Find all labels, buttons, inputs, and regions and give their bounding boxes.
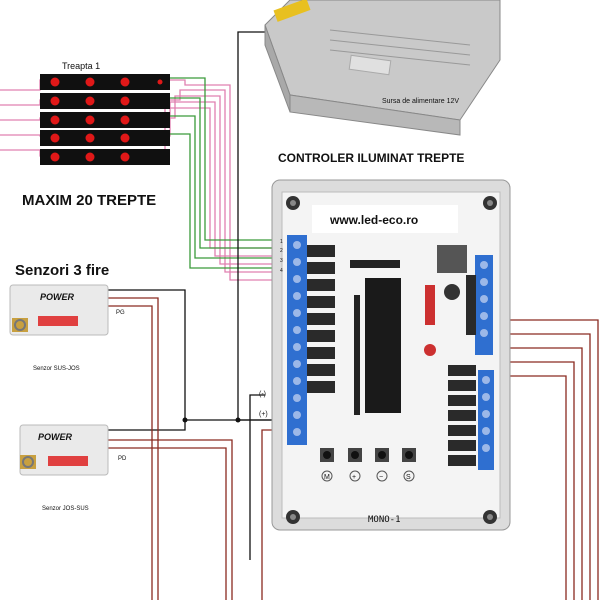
pin-1-label: 1 bbox=[280, 239, 283, 245]
button-s-label: S bbox=[406, 474, 411, 481]
led-strip-5 bbox=[40, 149, 170, 165]
max-steps-label: MAXIM 20 TREPTE bbox=[22, 192, 156, 209]
pin-3-label: 3 bbox=[280, 258, 283, 264]
plus-label: (+) bbox=[259, 411, 268, 418]
button-m-label: M bbox=[324, 474, 330, 481]
board-model: MONO-1 bbox=[368, 515, 401, 525]
button-plus-label: + bbox=[352, 474, 356, 481]
pin-2-label: 2 bbox=[280, 248, 283, 254]
led-strip-2 bbox=[40, 93, 170, 109]
sensor-bottom-tag: PD bbox=[118, 456, 127, 462]
website-label: www.led-eco.ro bbox=[329, 213, 418, 227]
sensors-title: Senzori 3 fire bbox=[15, 262, 109, 279]
sensor-top-tag: PG bbox=[116, 310, 125, 316]
sensor-bottom-name: Senzor JOS-SUS bbox=[42, 506, 89, 512]
controller-title: CONTROLER ILUMINAT TREPTE bbox=[278, 151, 464, 165]
led-strip-1 bbox=[40, 74, 170, 90]
power-supply bbox=[264, 0, 501, 136]
pink-wires bbox=[0, 79, 300, 281]
board-buttons bbox=[320, 448, 416, 482]
brown-wires bbox=[108, 297, 599, 600]
button-minus-label: − bbox=[379, 474, 383, 481]
sensor-brand-bottom: POWER bbox=[38, 432, 73, 442]
controller-board bbox=[271, 179, 511, 531]
sensor-sus-jos bbox=[9, 284, 109, 336]
sensor-jos-sus bbox=[19, 424, 109, 476]
green-wires bbox=[170, 77, 288, 269]
minus-label: (-) bbox=[259, 391, 266, 398]
psu-label: Sursa de alimentare 12V bbox=[382, 98, 459, 105]
led-strip-4 bbox=[40, 130, 170, 146]
pin-4-label: 4 bbox=[280, 268, 283, 274]
sensor-brand-top: POWER bbox=[40, 292, 75, 302]
step1-label: Treapta 1 bbox=[62, 61, 100, 71]
junction-dot bbox=[235, 417, 241, 423]
black-wires bbox=[108, 31, 275, 560]
sensor-top-name: Senzor SUS-JOS bbox=[33, 366, 80, 372]
junction-dot bbox=[182, 417, 188, 423]
led-strip-3 bbox=[40, 112, 170, 128]
